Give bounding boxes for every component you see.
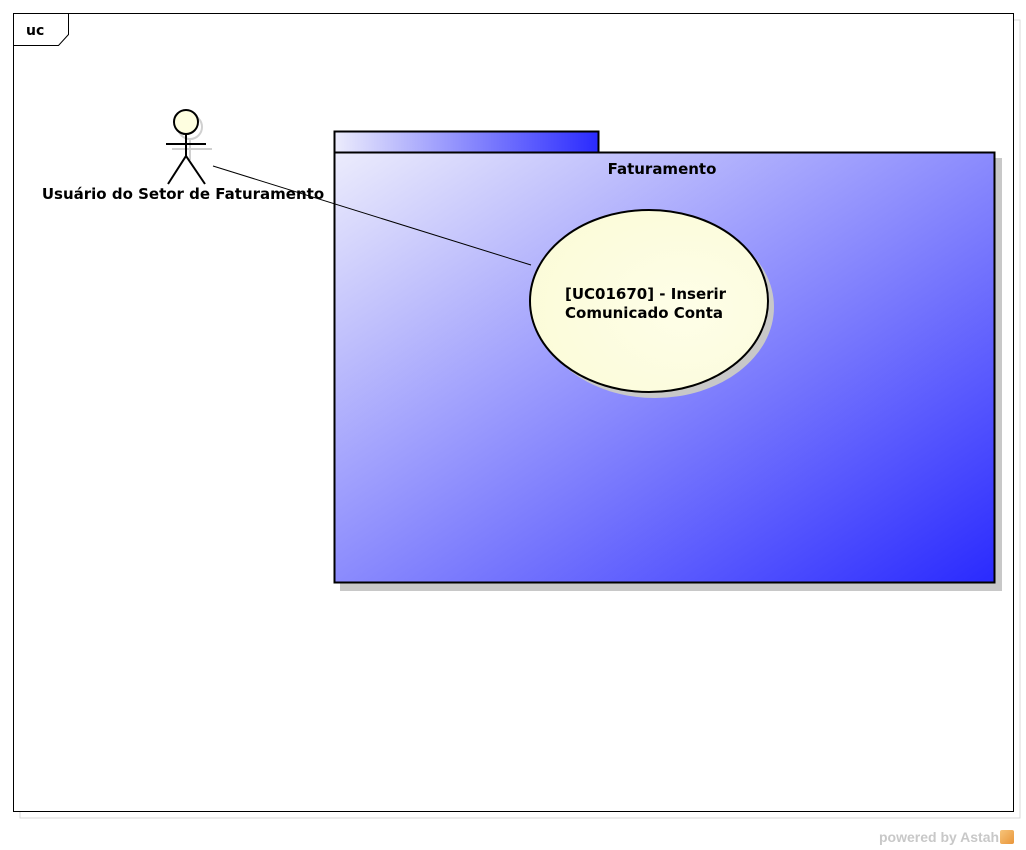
actor-label: Usuário do Setor de Faturamento <box>42 185 324 203</box>
astah-logo-icon <box>1000 830 1015 844</box>
use-case-label-line1: [UC01670] - Inserir <box>565 285 727 303</box>
powered-by-text: powered by Astah <box>879 829 1000 845</box>
actor-legs <box>167 154 206 185</box>
association-line[interactable] <box>212 165 532 266</box>
frame-tab <box>13 13 69 46</box>
use-case-ellipse <box>529 209 769 393</box>
package-title: Faturamento <box>608 160 717 178</box>
frame-label: uc <box>26 23 44 39</box>
actor-head <box>173 109 199 135</box>
use-case-label-line2: Comunicado Conta <box>565 304 723 322</box>
use-case-uc01670[interactable]: [UC01670] - Inserir Comunicado Conta <box>529 209 774 398</box>
package-tab <box>333 130 600 154</box>
actor-usuario[interactable]: Usuário do Setor de Faturamento <box>42 109 324 203</box>
powered-by-watermark: powered by Astah <box>879 829 1015 845</box>
